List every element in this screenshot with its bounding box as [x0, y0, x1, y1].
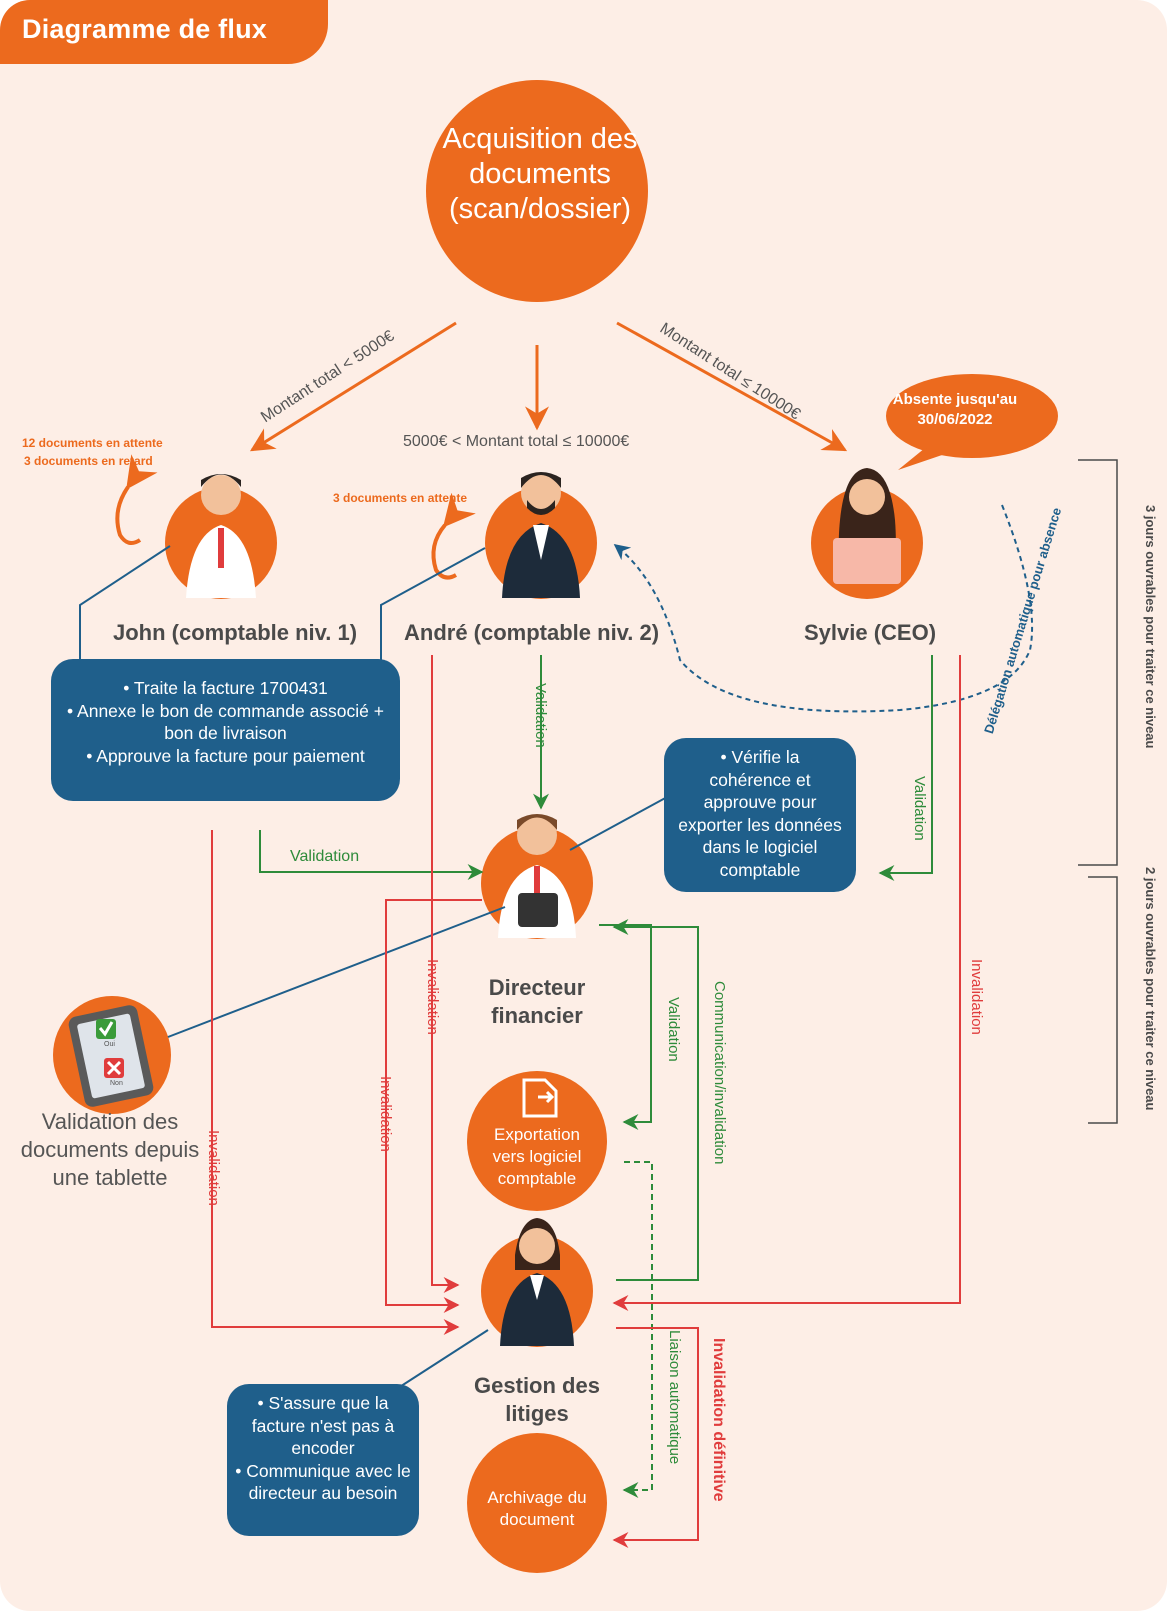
andre-invalidation-arrow — [431, 655, 460, 1293]
export-circle — [467, 1071, 607, 1211]
acquisition-circle — [426, 80, 648, 302]
john-invalidation-arrow — [211, 830, 460, 1335]
directeur-task-item: Vérifie la cohérence et approuve pour ex… — [678, 746, 842, 881]
page-title: Diagramme de flux — [22, 14, 267, 44]
export-label: Exportation vers logiciel comptable — [492, 1125, 582, 1188]
john-task-item: Traite la facture 1700431 — [59, 677, 392, 700]
side-label-bottom: 2 jours ouvrables pour traiter ce niveau — [1143, 867, 1158, 1111]
directeur-task-box: Vérifie la cohérence et approuve pour ex… — [664, 738, 856, 892]
export-document-icon — [522, 1078, 558, 1118]
litiges-name-line1: Gestion des — [474, 1373, 600, 1398]
directeur-invalidation-label: Invalidation — [377, 1076, 394, 1152]
sylvie-name: Sylvie (CEO) — [804, 620, 937, 645]
title-tab — [0, 0, 328, 64]
john-invalidation-label: Invalidation — [205, 1130, 222, 1206]
andre-validation-label: Validation — [532, 683, 549, 748]
andre-task-connector — [380, 547, 486, 665]
sylvie-absence-note: Absente jusqu'au 30/06/2022 — [892, 391, 1018, 428]
liaison-label: Liaison automatique — [666, 1330, 683, 1465]
directeur-avatar — [481, 814, 593, 939]
absence-bubble — [886, 374, 1058, 458]
john-task-item: Annexe le bon de commande associé + bon … — [59, 700, 392, 745]
directeur-invalidation-arrow — [385, 899, 482, 1313]
john-pending-count: 12 documents en attente — [22, 436, 163, 450]
andre-invalidation-label: Invalidation — [424, 959, 441, 1035]
john-task-connector — [79, 545, 171, 665]
john-loop-icon — [115, 454, 158, 546]
john-avatar — [165, 474, 277, 599]
john-task-list: Traite la facture 1700431 Annexe le bon … — [59, 677, 392, 767]
definitive-invalidation-label: Invalidation définitive — [710, 1338, 727, 1502]
archive-circle — [467, 1433, 607, 1573]
john-task-box: Traite la facture 1700431 Annexe le bon … — [51, 659, 400, 801]
litiges-name-line2: litiges — [505, 1401, 569, 1426]
tablet-no-label: Non — [110, 1080, 123, 1087]
litiges-task-item: S'assure que la facture n'est pas à enco… — [235, 1392, 411, 1460]
john-task-item: Approuve la facture pour paiement — [59, 745, 392, 768]
directeur-name-line1: Directeur — [488, 975, 586, 1000]
sylvie-validation-label: Validation — [911, 776, 928, 841]
tablet-connector — [167, 906, 506, 1038]
side-label-top: 3 jours ouvrables pour traiter ce niveau — [1143, 505, 1158, 749]
sylvie-avatar — [811, 468, 923, 599]
john-name: John (comptable niv. 1) — [113, 620, 358, 645]
arrow-to-john — [249, 321, 457, 452]
andre-pending-count: 3 documents en attente — [333, 491, 468, 505]
john-overdue-count: 3 documents en retard — [24, 454, 153, 468]
directeur-task-connector — [569, 789, 681, 851]
sylvie-invalidation-label: Invalidation — [968, 959, 985, 1035]
communication-arrow — [612, 919, 699, 1281]
tablet-yes-label: Oui — [104, 1041, 115, 1048]
tablet-caption: Validation des documents depuis une tabl… — [20, 1109, 200, 1190]
directeur-name-line2: financier — [491, 1003, 583, 1028]
liaison-arrow — [622, 1161, 653, 1498]
john-validation-label: Validation — [290, 848, 360, 865]
bracket-top — [1078, 459, 1118, 866]
definitive-invalidation-arrow — [612, 1327, 699, 1548]
sylvie-validation-arrow — [878, 655, 933, 881]
delegation-arrow — [613, 504, 1034, 713]
tablet-avatar — [53, 996, 171, 1114]
andre-loop-icon — [431, 492, 476, 580]
litiges-task-box: S'assure que la facture n'est pas à enco… — [227, 1384, 419, 1536]
archive-label: Archivage du document — [487, 1488, 587, 1529]
acquisition-label: Acquisition des documents (scan/dossier) — [442, 123, 638, 225]
condition-middle: 5000€ < Montant total ≤ 10000€ — [403, 433, 630, 450]
arrow-to-sylvie — [616, 321, 848, 452]
litiges-avatar — [481, 1218, 593, 1347]
bracket-bottom — [1088, 876, 1118, 1124]
litiges-task-connector — [394, 1329, 489, 1391]
andre-name: André (comptable niv. 2) — [404, 620, 660, 645]
andre-avatar — [485, 472, 597, 599]
sylvie-invalidation-arrow — [612, 655, 961, 1311]
directeur-export-validation-label: Validation — [665, 997, 682, 1062]
communication-label: Communication/invalidation — [711, 981, 728, 1165]
litiges-task-list: S'assure que la facture n'est pas à enco… — [235, 1392, 411, 1505]
litiges-task-item: Communique avec le directeur au besoin — [235, 1460, 411, 1505]
directeur-task-list: Vérifie la cohérence et approuve pour ex… — [678, 746, 842, 881]
john-validation-arrow — [259, 830, 484, 880]
